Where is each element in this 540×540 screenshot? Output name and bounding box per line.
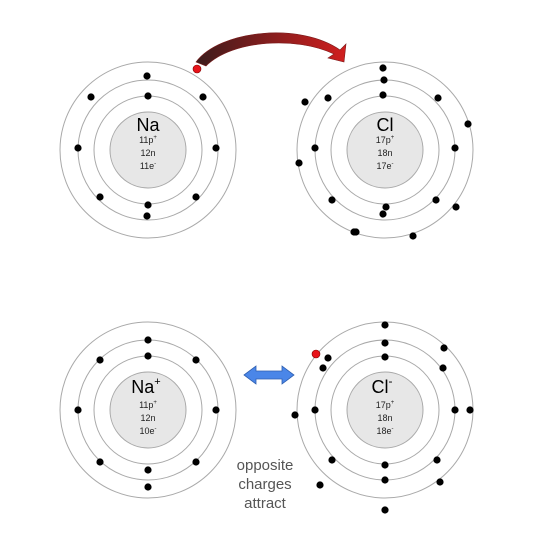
electron <box>311 406 319 414</box>
caption: opposite charges attract <box>237 457 294 512</box>
shell-3 <box>296 61 474 239</box>
neutron-count: 12n <box>140 413 155 423</box>
electron-count: 11e- <box>140 161 156 171</box>
electron <box>192 458 200 466</box>
electron <box>381 339 389 347</box>
electron <box>381 353 389 361</box>
electron <box>381 321 389 329</box>
caption-line-1: opposite <box>237 457 294 474</box>
electron <box>381 506 389 514</box>
sodium-atom: Na 11p+ 12n 11e- <box>59 61 237 239</box>
neutron-count: 18n <box>377 413 392 423</box>
electron-count: 10e- <box>139 426 156 436</box>
element-symbol: Na+ <box>131 376 160 397</box>
nucleus <box>109 111 187 189</box>
electron <box>144 336 152 344</box>
electron-count: 17e- <box>376 161 393 171</box>
electron <box>324 354 332 362</box>
proton-count: 17p+ <box>376 400 395 410</box>
electron <box>291 411 299 419</box>
electron <box>74 406 82 414</box>
element-symbol: Cl- <box>372 374 393 397</box>
electron <box>436 478 444 486</box>
proton-count: 11p+ <box>139 400 157 410</box>
electron <box>212 144 220 152</box>
electron <box>311 144 319 152</box>
electron <box>87 93 95 101</box>
electron <box>324 94 332 102</box>
electron <box>381 476 389 484</box>
electron-count: 18e- <box>376 426 393 436</box>
double-arrow-icon <box>243 365 295 385</box>
element-symbol: Na <box>136 115 160 135</box>
electron <box>328 456 336 464</box>
electron <box>379 210 387 218</box>
electrons <box>295 64 472 240</box>
sodium-ion: Na+ 11p+ 12n 10e- <box>59 321 237 499</box>
electron <box>379 91 387 99</box>
electron <box>319 364 327 372</box>
electron <box>439 364 447 372</box>
electron <box>144 201 152 209</box>
electron <box>96 193 104 201</box>
proton-count: 17p+ <box>376 135 395 145</box>
electron <box>316 481 324 489</box>
electron <box>144 483 152 491</box>
electrons <box>291 321 474 514</box>
chlorine-atom: Cl 17p+ 18n 17e- <box>295 61 474 240</box>
electron <box>144 352 152 360</box>
electron <box>380 76 388 84</box>
nucleus <box>346 371 424 449</box>
chloride-ion: Cl- 17p+ 18n 18e- <box>291 321 474 514</box>
electron <box>143 212 151 220</box>
neutron-count: 12n <box>140 148 155 158</box>
neutron-count: 18n <box>377 148 392 158</box>
electron <box>466 406 474 414</box>
electron <box>451 406 459 414</box>
electron <box>451 144 459 152</box>
electron <box>144 92 152 100</box>
electrons <box>74 72 220 220</box>
electron <box>409 232 417 240</box>
electron <box>452 203 460 211</box>
electron <box>432 196 440 204</box>
electron <box>74 144 82 152</box>
electron <box>212 406 220 414</box>
electron <box>433 456 441 464</box>
electron <box>96 458 104 466</box>
electron <box>96 356 104 364</box>
caption-line-3: attract <box>244 495 287 512</box>
proton-count: 11p+ <box>139 135 157 145</box>
electron <box>382 203 390 211</box>
electron <box>143 72 151 80</box>
curved-arrow-icon <box>195 32 347 67</box>
nucleus <box>109 371 187 449</box>
electron <box>464 120 472 128</box>
electron <box>350 228 358 236</box>
electron <box>381 461 389 469</box>
nucleus <box>346 111 424 189</box>
element-symbol: Cl <box>377 115 394 135</box>
electron <box>328 196 336 204</box>
caption-line-2: charges <box>238 476 291 493</box>
electron <box>434 94 442 102</box>
transferred-electron <box>192 64 202 74</box>
electron <box>301 98 309 106</box>
transferred-electron <box>311 349 321 359</box>
shell-3 <box>59 321 237 499</box>
electron <box>144 466 152 474</box>
electron <box>379 64 387 72</box>
electron <box>192 356 200 364</box>
electrons <box>74 336 220 491</box>
electron <box>199 93 207 101</box>
electron <box>192 193 200 201</box>
electron <box>440 344 448 352</box>
shell-3 <box>59 61 237 239</box>
electron <box>295 159 303 167</box>
